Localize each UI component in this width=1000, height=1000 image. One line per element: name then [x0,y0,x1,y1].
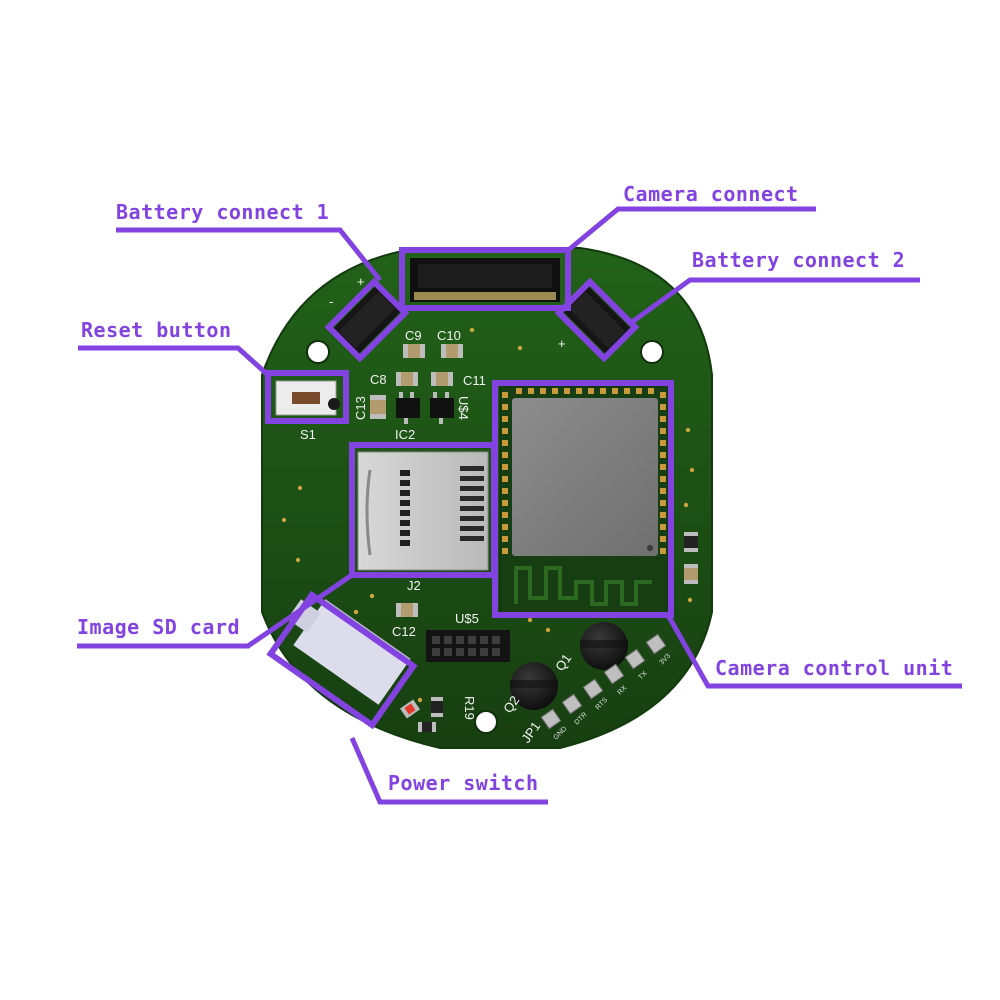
leader-image-sd-card [77,572,354,649]
capacitor-c9 [403,344,425,358]
battery-connect-1-box [324,277,410,363]
leader-lines [77,206,962,805]
header-us5 [426,630,510,662]
reset-switch-body [275,380,340,416]
silk-c9: C9 [405,328,422,343]
silk-us5: U$5 [455,611,479,626]
silk-j2: J2 [407,578,421,593]
label-image-sd-card: Image SD card [77,615,240,639]
leader-battery-connect-2 [630,277,920,325]
silk-minus-battery-1: - [329,294,333,309]
led-red [400,699,420,719]
silk-c12: C12 [392,624,416,639]
capacitor-c8 [396,372,418,386]
camera-fpc-connector [410,258,560,302]
silk-plus-battery-2: + [558,336,566,351]
capacitor-right-2 [684,564,698,584]
silk-ic2: IC2 [395,427,415,442]
silk-us4: U$4 [456,396,471,420]
mounting-hole-left [306,340,330,364]
leader-reset-button [78,345,270,377]
resistor-r19 [431,697,443,717]
ic2-chip [396,392,420,424]
silk-c10: C10 [437,328,461,343]
sd-card-slot [357,451,489,571]
us4-chip [430,392,454,424]
silk-plus-battery-1: + [357,274,365,289]
capacitor-c12 [396,603,418,617]
capacitor-c11 [431,372,453,386]
pin-header-jp1 [540,633,667,730]
silk-c13: C13 [353,396,368,420]
esp32-module [499,385,669,615]
resistor-bottom [418,722,436,732]
mounting-hole-bottom [474,710,498,734]
label-power-switch: Power switch [388,771,539,795]
resistor-right-1 [684,532,698,552]
silk-r19: R19 [462,696,477,720]
transistor-q2 [510,662,558,710]
power-switch-box [266,590,418,730]
leader-battery-connect-1 [116,227,382,282]
label-camera-connect: Camera connect [623,182,799,206]
camera-control-unit-box [492,380,674,618]
callout-boxes [265,247,674,730]
label-reset-button: Reset button [81,318,232,342]
leader-camera-control-unit [665,613,962,689]
silk-c8: C8 [370,372,387,387]
battery-connector-1-body [330,283,404,357]
camera-connect-box [399,247,571,311]
battery-connect-2-box [554,277,640,363]
vias [281,327,695,703]
leader-power-switch [349,736,548,805]
capacitor-c10 [441,344,463,358]
mounting-hole-right [640,340,664,364]
capacitor-c13 [370,395,386,419]
module-castellations [502,388,666,554]
label-battery-connect-1: Battery connect 1 [116,200,329,224]
pin-label-tx: TX [637,670,649,682]
callout-labels: Battery connect 1 Camera connect Battery… [77,182,953,795]
silk-c11: C11 [463,373,486,388]
reset-button-box [265,370,349,424]
leader-camera-connect [564,206,816,254]
label-camera-control-unit: Camera control unit [715,656,953,680]
module-antenna-trace [514,566,652,606]
silk-s1: S1 [300,427,316,442]
transistor-q1 [580,622,628,670]
label-battery-connect-2: Battery connect 2 [692,248,905,272]
battery-connector-2-body [560,283,634,357]
